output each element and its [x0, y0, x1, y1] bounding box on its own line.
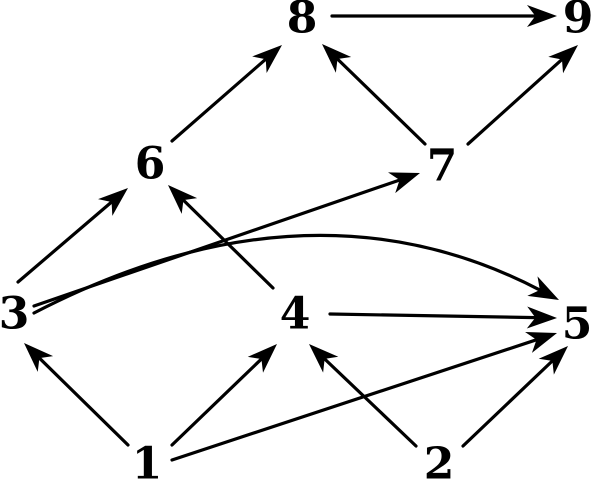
arrowhead-6-8	[252, 45, 282, 74]
node-9: 9	[563, 0, 594, 44]
edge-7-8	[322, 44, 427, 146]
edge-line-7-9	[466, 57, 564, 146]
edge-line-2-5	[461, 358, 555, 448]
edge-line-6-8	[170, 57, 268, 143]
arrowhead-7-8	[322, 44, 352, 73]
edge-line-1-3	[37, 356, 130, 447]
arrowhead-3-5	[527, 276, 559, 300]
node-5: 5	[562, 299, 593, 350]
edge-2-4	[309, 344, 418, 448]
arrowhead-3-6	[98, 188, 128, 216]
arrowhead-8-9	[527, 5, 557, 27]
edge-6-8	[170, 45, 282, 143]
edge-line-7-8	[335, 57, 427, 146]
edge-line-3-5	[32, 233, 542, 315]
arrowhead-4-5	[526, 306, 557, 329]
arrowhead-2-5	[538, 346, 568, 375]
arrowhead-4-6	[168, 185, 198, 214]
arrowhead-3-7	[388, 172, 420, 194]
edge-3-6	[16, 188, 128, 284]
edge-1-5	[170, 331, 557, 462]
node-8: 8	[287, 0, 318, 44]
edge-line-4-6	[181, 198, 275, 290]
arrowhead-7-9	[548, 45, 578, 74]
arrowhead-2-4	[309, 344, 339, 373]
edge-line-3-6	[16, 200, 114, 284]
node-1: 1	[132, 439, 163, 483]
edge-3-5	[32, 233, 559, 315]
node-3: 3	[0, 289, 29, 340]
edge-7-9	[466, 45, 578, 146]
edge-8-9	[330, 5, 557, 27]
edge-1-3	[24, 343, 130, 447]
node-2: 2	[424, 439, 455, 483]
edge-4-6	[168, 185, 275, 290]
edge-line-2-4	[322, 356, 418, 448]
node-6: 6	[135, 139, 166, 190]
node-7: 7	[427, 141, 458, 192]
edge-4-5	[328, 306, 557, 329]
edge-1-4	[170, 344, 277, 447]
node-4: 4	[280, 289, 311, 340]
edge-line-4-5	[328, 312, 538, 320]
edge-2-5	[461, 346, 568, 448]
edge-line-1-5	[170, 337, 539, 462]
edges-layer	[16, 5, 578, 462]
edge-line-1-4	[170, 356, 264, 447]
arrowhead-1-5	[525, 331, 557, 353]
arrowhead-1-4	[247, 344, 277, 373]
arrowhead-1-3	[24, 343, 54, 372]
